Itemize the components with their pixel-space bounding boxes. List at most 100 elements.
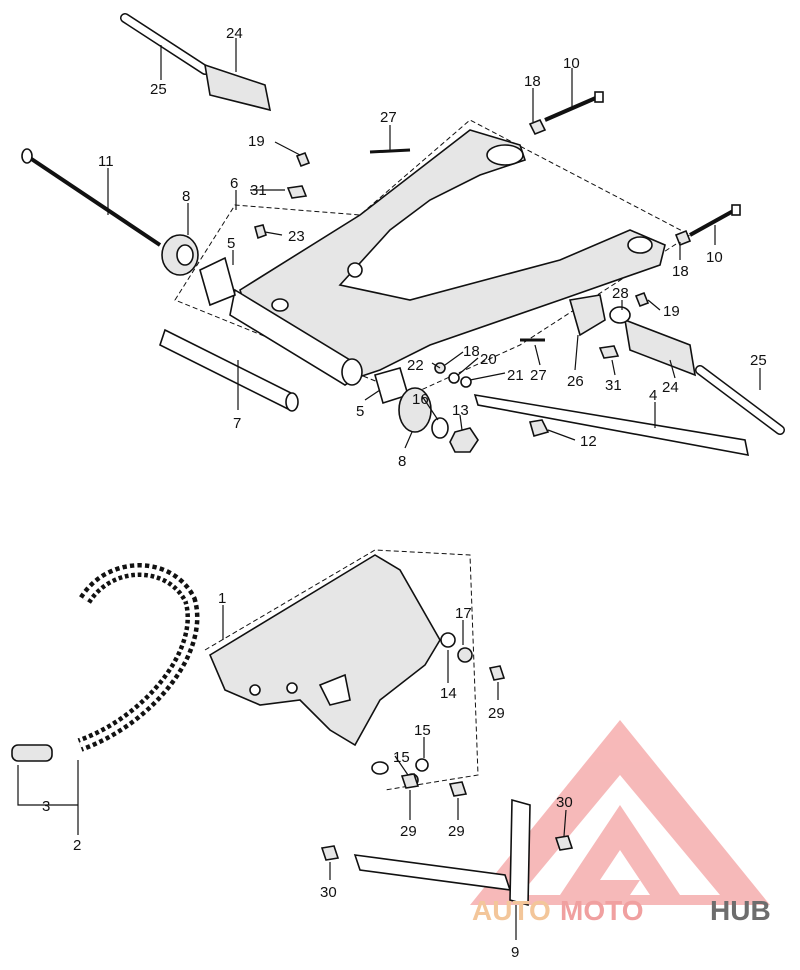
bracket-9-vertical: [509, 798, 531, 907]
callout-14: 14: [440, 685, 457, 702]
pivot-nut: [271, 298, 289, 312]
callout-7: 7: [233, 415, 241, 432]
callout-18-right: 18: [672, 263, 689, 280]
bolt-31-right: [598, 345, 620, 359]
bolt-12: [528, 419, 550, 437]
callout-8-lower: 8: [398, 453, 406, 470]
footpeg-rubber-right: [623, 318, 697, 377]
callout-29-left: 29: [400, 823, 417, 840]
callout-24: 24: [226, 25, 243, 42]
footpeg-bar-left-inner: [121, 14, 209, 74]
bolt-31-left: [286, 185, 308, 199]
callout-11: 11: [98, 153, 114, 170]
callout-31-left: 31: [250, 182, 267, 199]
logo-m-shape: [560, 805, 680, 895]
callout-30-right: 30: [556, 794, 573, 811]
pin-27-top: [369, 148, 411, 154]
callout-6: 6: [230, 175, 238, 192]
callout-5-lower: 5: [356, 403, 364, 420]
callout-18: 18: [524, 73, 541, 90]
bolt-30-left: [320, 845, 340, 861]
grease-nipple-23: [254, 224, 267, 240]
swing-arm-boundary: [174, 119, 691, 396]
callout-10-right: 10: [706, 249, 723, 266]
watermark-moto: MOTO: [560, 895, 643, 926]
footpeg-bar-right-inner: [696, 366, 784, 434]
nut-13: [449, 427, 479, 453]
callout-8: 8: [182, 188, 190, 205]
footpeg-bracket-26: [568, 294, 606, 337]
footpeg-rubber-left: [203, 63, 272, 112]
callout-15-b: 15: [393, 749, 410, 766]
drive-chain: [77, 563, 200, 752]
callout-18-lower: 18: [463, 343, 480, 360]
watermark-logo: [470, 720, 770, 905]
bolt-29-right: [488, 665, 506, 681]
chain-case-group: [11, 549, 574, 907]
watermark-text: AUTO MOTO HUB: [472, 895, 771, 926]
pivot-bolt: [28, 156, 162, 247]
washer-14: [440, 632, 456, 648]
callout-22: 22: [407, 357, 424, 374]
callout-2: 2: [73, 837, 81, 854]
callout-29-right: 29: [488, 705, 505, 722]
washer-15-a: [415, 758, 429, 772]
chain-case-1: [208, 554, 441, 747]
pivot-collar-end: [285, 392, 299, 412]
bracket-9-horizontal: [353, 854, 512, 891]
watermark-auto: AUTO: [472, 895, 551, 926]
callout-19-right: 19: [663, 303, 680, 320]
chain-case-hole-left: [249, 684, 261, 696]
callout-1: 1: [218, 590, 226, 607]
bolt-30-right: [554, 835, 574, 851]
swing-arm-slot: [486, 144, 524, 166]
callout-21: 21: [507, 367, 524, 384]
swing-arm-slot-right: [627, 236, 653, 254]
leader-lines: [17, 38, 761, 940]
callout-25-right: 25: [750, 352, 767, 369]
callout-4: 4: [649, 387, 657, 404]
callout-28: 28: [612, 285, 629, 302]
chain-case-hole-mid: [286, 682, 298, 694]
callout-26: 26: [567, 373, 584, 390]
callout-20: 20: [480, 351, 497, 368]
spacer-28: [609, 306, 631, 324]
pivot-bolt-head: [21, 148, 33, 164]
bolt-29-mid: [448, 781, 468, 797]
nut-18-right: [674, 229, 692, 247]
callout-15-a: 15: [414, 722, 431, 739]
callout-12: 12: [580, 433, 597, 450]
chain-case-window: [318, 673, 351, 706]
callout-27-lower: 27: [530, 367, 547, 384]
bolt-10-top-head: [594, 91, 604, 103]
dust-seal-left-hole: [176, 244, 194, 266]
callout-16: 16: [412, 391, 429, 408]
callout-27: 27: [380, 109, 397, 126]
callout-3: 3: [42, 798, 50, 815]
pivot-tube-end: [341, 358, 363, 386]
swing-arm-hole: [347, 262, 363, 278]
callout-labels: 24 25 18 10 27 19 11 6 31 8 5 23 10 18 2…: [42, 25, 767, 961]
watermark-hub: HUB: [710, 895, 771, 926]
drive-chain-inner: [79, 567, 195, 748]
adjuster-arm-4: [473, 393, 750, 457]
swing-arm-group: [21, 13, 785, 457]
chain-case-tab: [371, 761, 389, 775]
callout-17: 17: [455, 605, 472, 622]
callout-19: 19: [248, 133, 265, 150]
callout-23: 23: [288, 228, 305, 245]
callout-25: 25: [150, 81, 167, 98]
nut-18-top: [528, 118, 547, 136]
grommet-17: [457, 647, 473, 663]
callout-5: 5: [227, 235, 235, 252]
nut-19-right: [634, 291, 650, 308]
bolt-10-right-head: [731, 204, 741, 216]
nut-19-left: [295, 151, 311, 168]
callout-31-right: 31: [605, 377, 622, 394]
callout-30-left: 30: [320, 884, 337, 901]
washer-20: [448, 372, 460, 384]
bushing-left: [199, 256, 236, 307]
washer-16: [431, 417, 449, 439]
bolt-29-left: [400, 773, 420, 789]
